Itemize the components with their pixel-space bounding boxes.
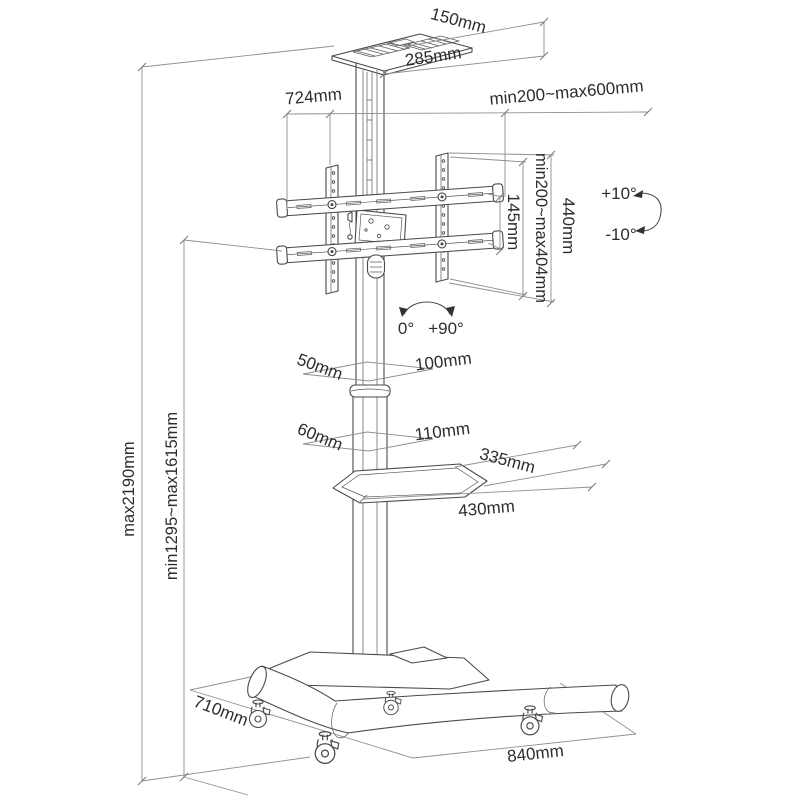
shelf-depth-label: 150mm	[429, 4, 489, 37]
swivel-end-label: +90°	[428, 319, 464, 338]
shelf-vent-right	[402, 35, 461, 51]
safety-latch	[347, 211, 353, 240]
dimension-lines	[137, 17, 662, 796]
tray-width-label: 430mm	[457, 497, 515, 521]
swivel-arrow	[399, 301, 455, 317]
tray-depth-label: 335mm	[478, 444, 538, 477]
horizontal-rail-upper	[276, 183, 504, 218]
vesa-height-label: min200~max404mm	[532, 153, 550, 303]
lift-column	[352, 56, 388, 660]
screen-height-label: min1295~max1615mm	[163, 412, 181, 580]
vesa-rail-left	[325, 164, 339, 295]
base	[247, 646, 630, 764]
lower-column-width-label: 110mm	[414, 419, 471, 445]
shelf-vent-left	[352, 42, 411, 58]
media-tray	[332, 463, 488, 504]
bracket-width-label: 724mm	[284, 85, 342, 109]
base-width-label: 840mm	[506, 741, 564, 766]
swivel-start-label: 0°	[398, 319, 414, 338]
tube-end-cap-left	[247, 665, 267, 699]
upper-column-depth-label: 50mm	[294, 350, 345, 384]
column-collar	[349, 384, 391, 398]
tube-end-cap-right	[610, 684, 630, 712]
shelf-center-plate	[387, 38, 416, 47]
bracket-height-label: 440mm	[559, 198, 578, 255]
base-gusset	[389, 646, 448, 664]
caster-rear-left	[248, 699, 271, 729]
base-depth-label: 710mm	[191, 692, 251, 730]
lower-column-depth-label: 60mm	[295, 419, 346, 454]
vesa-rail-right	[435, 152, 449, 283]
tilt-arrow	[633, 190, 662, 234]
top-shelf	[331, 33, 473, 76]
overall-height-label: max2190mm	[120, 441, 138, 536]
base-tube	[252, 665, 623, 734]
adjustment-handle	[366, 254, 386, 279]
rail-bolts	[327, 192, 447, 257]
caster-front-left	[314, 731, 340, 764]
tilt-down-label: -10°	[605, 225, 636, 244]
dimension-ticks	[137, 17, 653, 786]
rail-spacing-label: 145mm	[504, 194, 523, 251]
vesa-bracket	[276, 152, 504, 295]
vesa-width-label: min200~max600mm	[489, 76, 645, 108]
upper-column-width-label: 100mm	[414, 349, 473, 375]
tilt-up-label: +10°	[601, 184, 637, 203]
